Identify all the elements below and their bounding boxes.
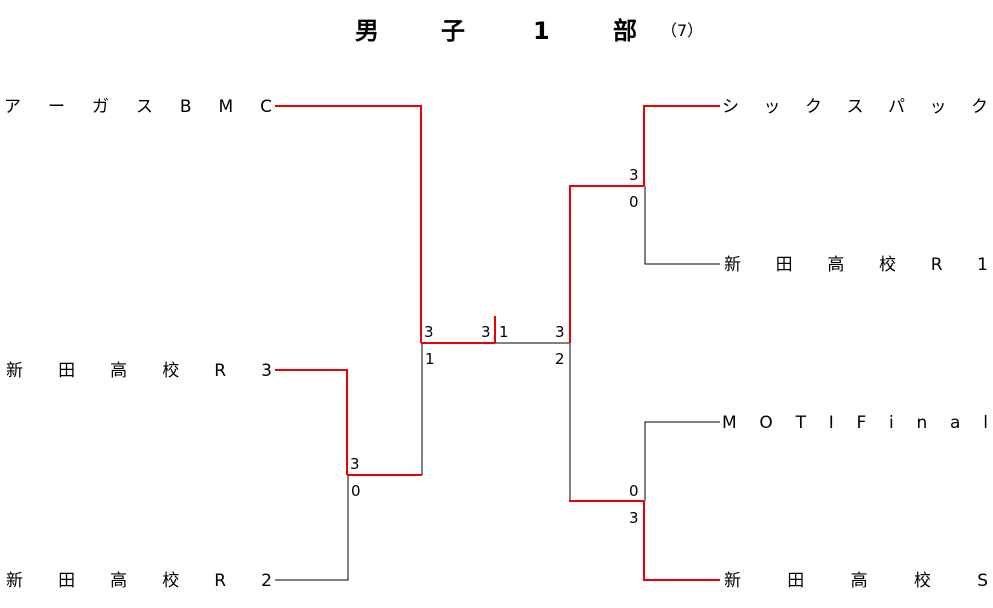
- team-right-nitta-r1: 新 田 高 校 R 1: [724, 254, 988, 276]
- score-final-left: 3: [481, 323, 491, 341]
- team-char: l: [983, 413, 988, 433]
- team-char: 田: [775, 255, 793, 275]
- team-char: M: [218, 97, 234, 117]
- line-left-r2: [275, 475, 349, 581]
- score-left-r1-bottom: 0: [351, 482, 361, 500]
- team-char: シ: [722, 97, 739, 117]
- score-right-semi-bottom: 2: [555, 350, 565, 368]
- team-char: T: [795, 413, 806, 433]
- score-right-bottom-top: 0: [629, 482, 639, 500]
- score-left-semi-top: 3: [424, 323, 434, 341]
- team-char: 2: [261, 571, 272, 591]
- team-char: 田: [787, 571, 805, 591]
- line-right-s: [643, 501, 720, 581]
- team-left-nitta-r3: 新 田 高 校 R 3: [6, 360, 272, 382]
- line-right-moti: [644, 421, 720, 501]
- line-right-sixpack: [643, 105, 720, 186]
- team-char: M: [722, 413, 737, 433]
- team-char: 新: [724, 571, 741, 591]
- team-char: 高: [110, 361, 128, 381]
- team-char: 校: [162, 361, 180, 381]
- team-char: ー: [47, 97, 65, 117]
- title-char: 男: [355, 17, 379, 45]
- team-char: R: [214, 571, 227, 591]
- team-char: B: [179, 97, 192, 117]
- team-right-moti-final: M O T I F i n a l: [722, 412, 988, 434]
- score-right-top-bottom: 0: [629, 193, 639, 211]
- line-left-r3: [275, 369, 348, 475]
- score-right-bottom-bottom: 3: [629, 509, 639, 527]
- team-char: I: [828, 413, 834, 433]
- team-char: R: [214, 361, 227, 381]
- team-char: ア: [4, 97, 21, 117]
- team-char: 田: [58, 361, 76, 381]
- team-char: ク: [971, 97, 988, 117]
- team-char: ス: [846, 97, 864, 117]
- team-char: ス: [135, 97, 153, 117]
- team-char: 新: [724, 255, 741, 275]
- bracket-title: 男 子 1 部 （7）: [0, 14, 993, 48]
- team-char: 高: [827, 255, 845, 275]
- team-char: ガ: [91, 97, 109, 117]
- team-char: n: [916, 413, 928, 433]
- team-char: C: [260, 97, 272, 117]
- score-left-semi-bottom: 1: [425, 350, 435, 368]
- team-char: F: [856, 413, 867, 433]
- score-final-right: 1: [499, 323, 509, 341]
- score-right-top-top: 3: [629, 166, 639, 184]
- team-char: 校: [879, 255, 897, 275]
- team-char: R: [930, 255, 943, 275]
- team-char: S: [977, 571, 988, 591]
- team-char: 校: [913, 571, 931, 591]
- score-right-semi-top: 3: [555, 323, 565, 341]
- title-char: 部: [613, 17, 637, 45]
- team-right-nitta-s: 新 田 高 校 S: [724, 570, 988, 592]
- line-left-bmc: [275, 105, 422, 343]
- team-char: a: [950, 413, 961, 433]
- team-char: 新: [6, 361, 23, 381]
- line-right-r1: [644, 186, 720, 265]
- team-left-argus-bmc: ア ー ガ ス B M C: [4, 96, 272, 118]
- team-char: 1: [977, 255, 988, 275]
- team-char: 校: [162, 571, 180, 591]
- team-char: パ: [888, 97, 905, 117]
- team-char: i: [889, 413, 894, 433]
- team-char: ク: [805, 97, 822, 117]
- team-char: ッ: [763, 97, 781, 117]
- team-char: 3: [261, 361, 272, 381]
- team-char: O: [759, 413, 773, 433]
- team-char: 高: [110, 571, 128, 591]
- team-char: 高: [850, 571, 868, 591]
- title-char: 1: [533, 17, 550, 45]
- team-char: 新: [6, 571, 23, 591]
- team-char: 田: [58, 571, 76, 591]
- team-right-sixpack: シ ッ ク ス パ ッ ク: [722, 96, 988, 118]
- title-char: 子: [441, 17, 465, 45]
- team-char: ッ: [929, 97, 947, 117]
- score-left-r1-top: 3: [350, 455, 360, 473]
- title-group-number: （7）: [661, 21, 704, 40]
- team-left-nitta-r2: 新 田 高 校 R 2: [6, 570, 272, 592]
